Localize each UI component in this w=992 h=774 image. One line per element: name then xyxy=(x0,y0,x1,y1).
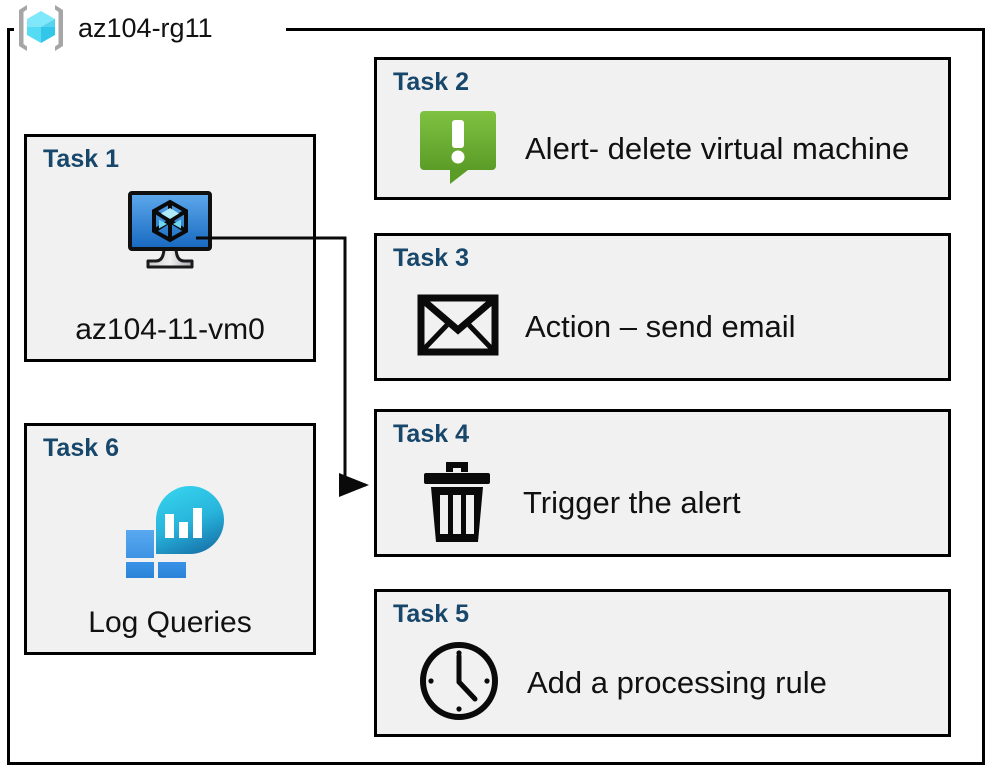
task-5-label: Task 5 xyxy=(393,600,469,628)
task-6-label: Task 6 xyxy=(43,434,119,462)
envelope-icon xyxy=(417,292,499,363)
task-2-label: Task 2 xyxy=(393,68,469,96)
task-5-caption: Add a processing rule xyxy=(527,665,827,700)
task-3-box[interactable]: Task 3 Action – send email xyxy=(374,233,951,381)
task-3-caption: Action – send email xyxy=(525,309,796,344)
task-6-box[interactable]: Task 6 xyxy=(24,423,316,655)
trash-icon xyxy=(417,458,497,549)
resource-group-title-notch xyxy=(14,18,286,40)
task-5-box[interactable]: Task 5 Add a processing rule xyxy=(374,589,951,737)
virtual-machine-icon xyxy=(122,189,218,278)
resource-group-frame xyxy=(7,28,985,765)
clock-icon xyxy=(417,639,501,728)
alert-bubble-icon xyxy=(417,105,499,192)
task-2-box[interactable]: Task 2 Alert- delete virtual machin xyxy=(374,57,951,200)
task-2-caption: Alert- delete virtual machine xyxy=(525,130,910,166)
task-3-label: Task 3 xyxy=(393,244,469,272)
task-6-caption: Log Queries xyxy=(88,606,252,639)
resource-group-header: az104-rg11 xyxy=(14,2,213,54)
log-analytics-icon xyxy=(116,478,224,590)
resource-group-name: az104-rg11 xyxy=(78,12,213,43)
azure-resource-group-icon xyxy=(14,2,68,54)
task-4-box[interactable]: Task 4 Trigger the alert xyxy=(374,409,951,557)
task-1-label: Task 1 xyxy=(43,145,119,173)
task-4-label: Task 4 xyxy=(393,420,469,448)
task-4-caption: Trigger the alert xyxy=(523,485,741,520)
task-1-box[interactable]: Task 1 xyxy=(24,134,316,362)
task-1-caption: az104-11-vm0 xyxy=(75,313,265,346)
